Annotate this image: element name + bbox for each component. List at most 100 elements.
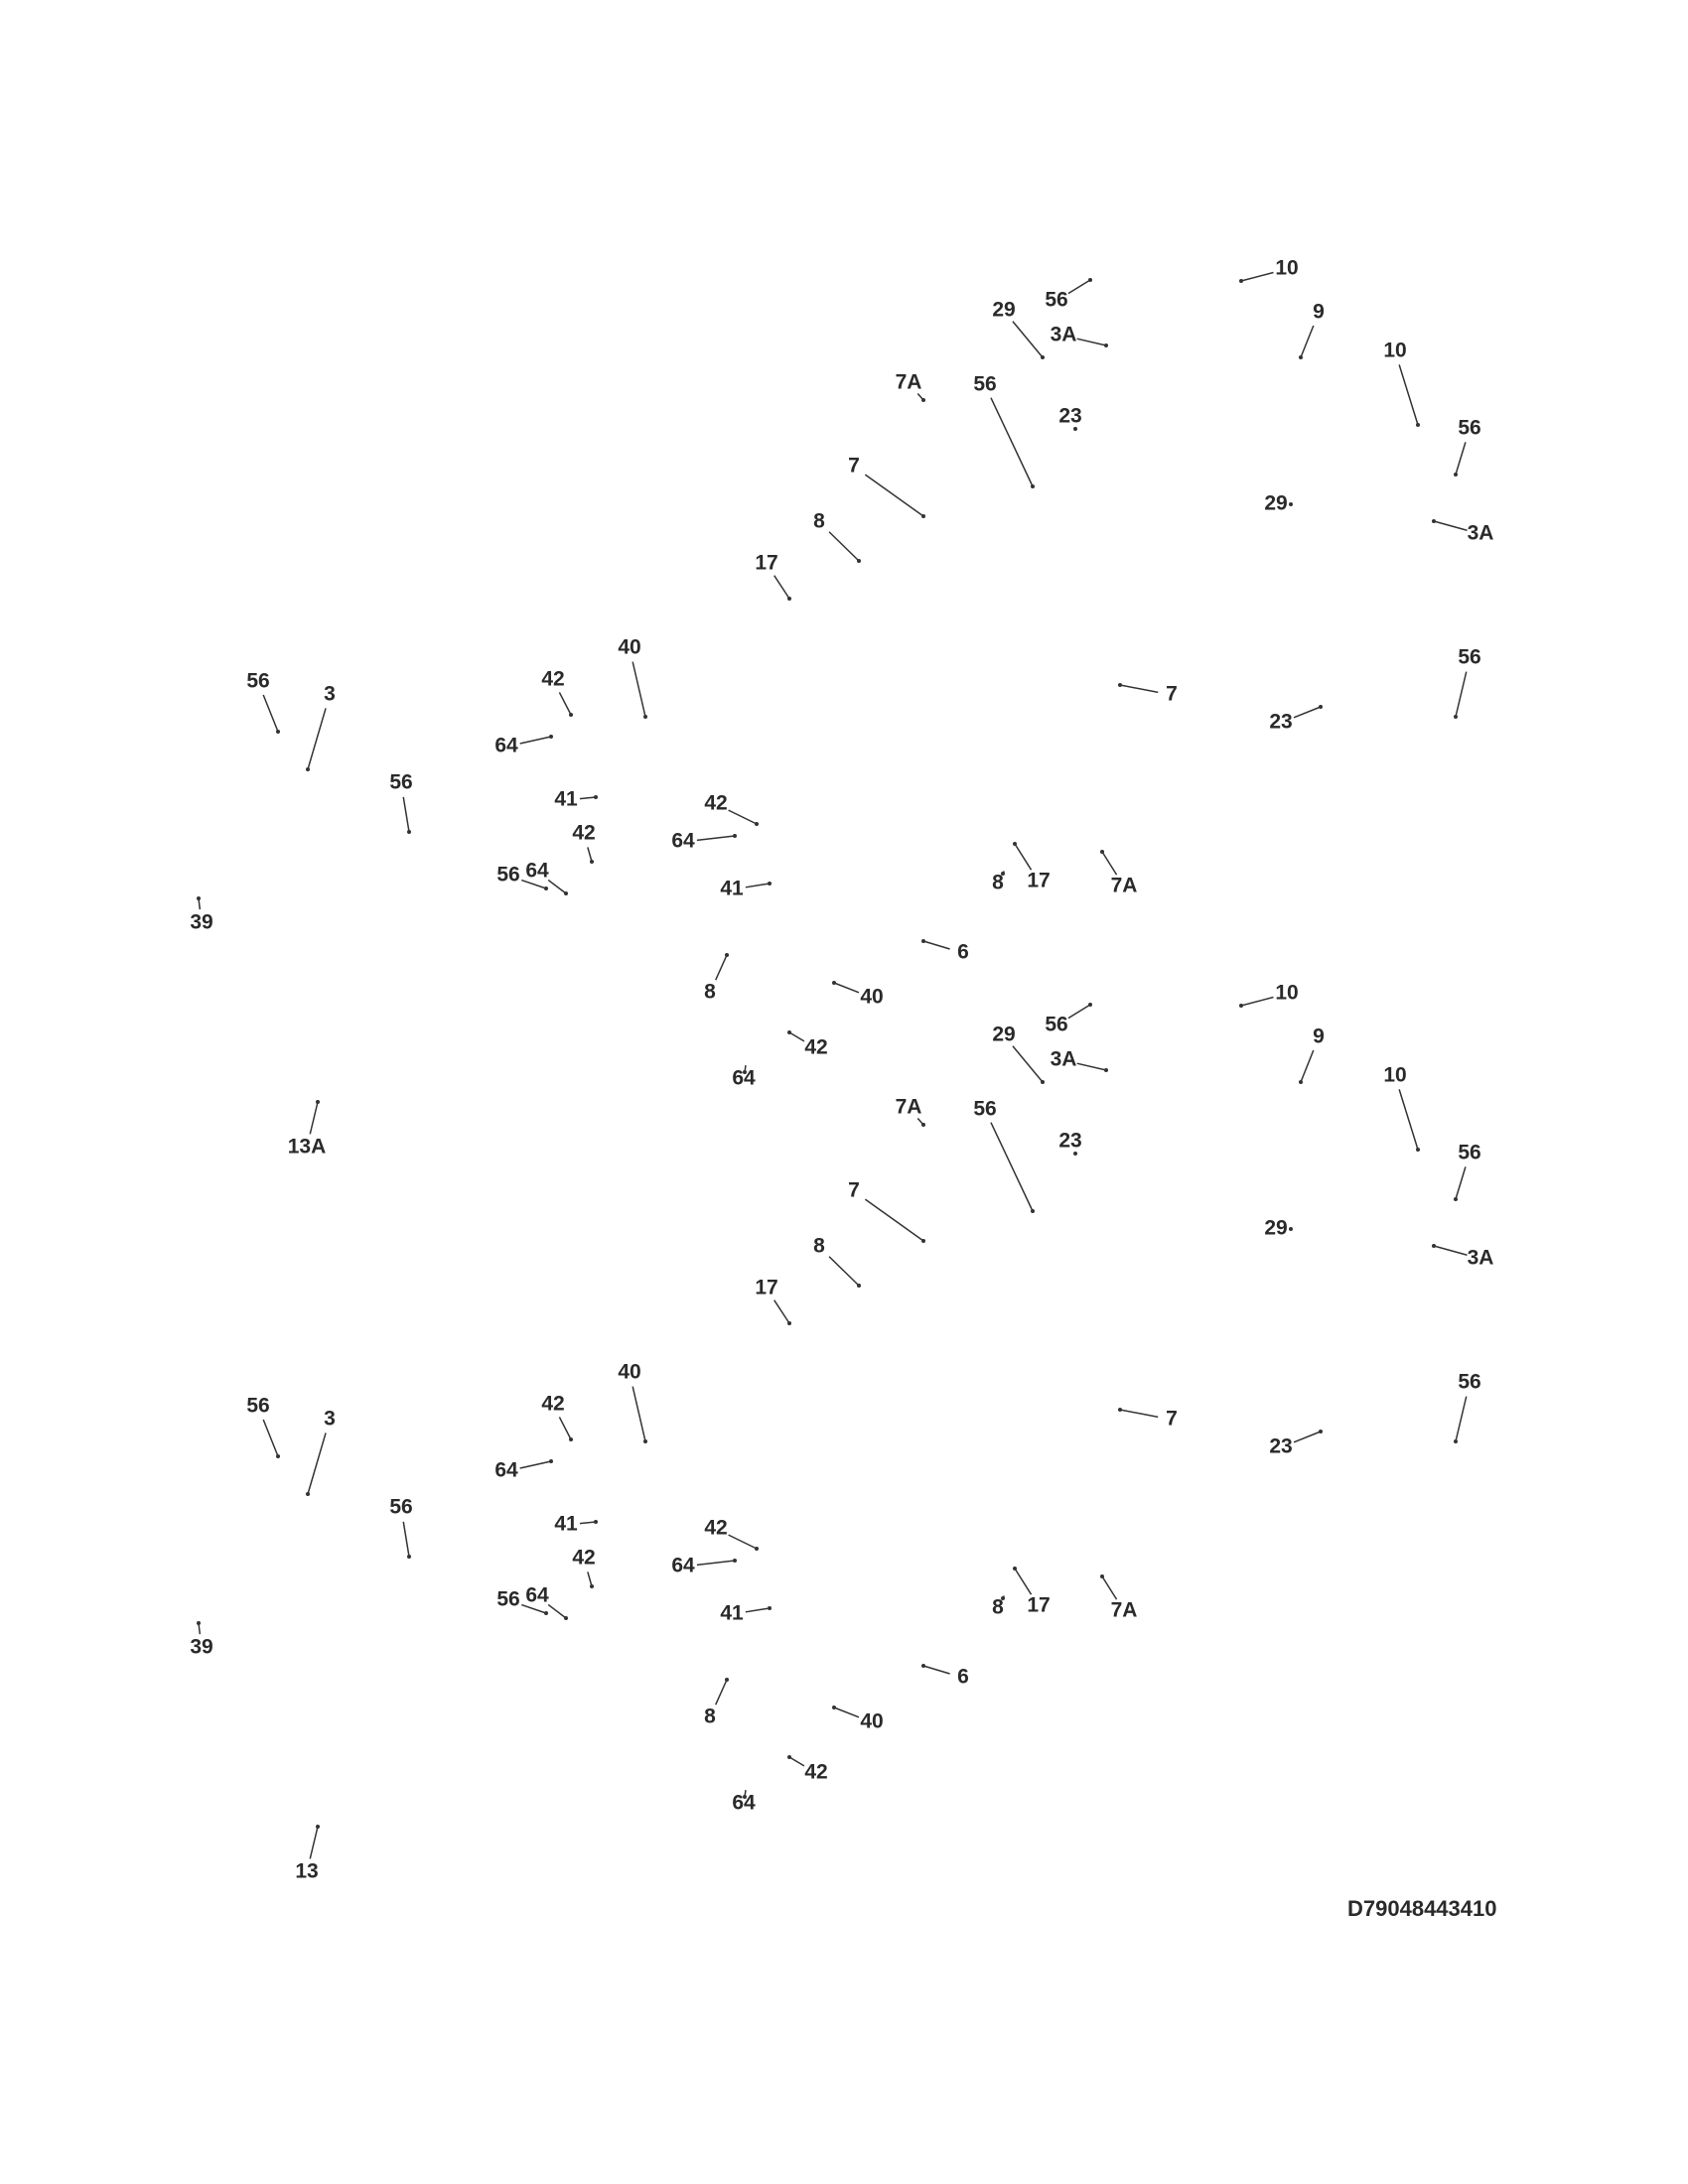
part-callout-l42d: 42	[804, 1036, 827, 1059]
leader-line	[1240, 271, 1274, 282]
leader-line	[1293, 1431, 1322, 1443]
leader-dot	[1118, 683, 1122, 687]
part-callout-l56c: 56	[973, 373, 996, 396]
part-callout-l17a: 17	[755, 1277, 777, 1299]
part-callout-l7Ab: 7A	[1111, 1599, 1138, 1622]
leader-dot	[1013, 842, 1017, 846]
part-callout-l64a: 64	[494, 1459, 518, 1482]
part-callout-l40b: 40	[860, 986, 883, 1009]
part-callout-l42c: 42	[572, 822, 595, 845]
leader-line	[1455, 1396, 1468, 1442]
part-callout-l56g: 56	[496, 1588, 519, 1611]
leader-line	[1398, 1089, 1419, 1151]
part-callout-l56c: 56	[973, 1098, 996, 1121]
leader-line	[1076, 1062, 1107, 1071]
leader-dot	[921, 1123, 925, 1127]
leader-dot	[1088, 1003, 1092, 1007]
leader-dot	[1001, 872, 1005, 876]
part-callout-l42d: 42	[804, 1761, 827, 1784]
leader-dot	[1239, 1004, 1243, 1008]
part-callout-l41a: 41	[554, 788, 578, 811]
leader-dot	[787, 1030, 791, 1034]
leader-line	[1455, 442, 1467, 476]
leader-line	[262, 694, 279, 733]
part-callout-l7b: 7	[1166, 1408, 1178, 1431]
part-callout-l64a: 64	[494, 735, 518, 757]
part-callout-l23b: 23	[1269, 711, 1292, 734]
leader-line	[922, 940, 950, 950]
leader-dot	[1088, 278, 1092, 282]
part-callout-l64d: 64	[732, 1792, 756, 1815]
leader-line	[715, 954, 728, 981]
part-callout-l10a: 10	[1275, 257, 1298, 280]
leader-dot	[643, 715, 647, 719]
leader-line	[1455, 671, 1468, 718]
leader-dot	[1100, 1574, 1104, 1578]
leader-dot	[733, 834, 737, 838]
leader-dot	[1073, 427, 1077, 431]
leader-line	[1455, 1166, 1467, 1200]
leader-dot	[306, 1492, 310, 1496]
leader-line	[519, 736, 552, 745]
leader-dot	[1001, 1596, 1005, 1600]
part-callout-l8b: 8	[992, 872, 1004, 894]
part-callout-l42a: 42	[541, 1393, 564, 1416]
leader-line	[262, 1419, 279, 1457]
leader-dot	[1073, 1152, 1077, 1156]
leader-dot	[1104, 343, 1108, 347]
leader-line	[1119, 1409, 1159, 1419]
leader-line	[632, 1386, 646, 1442]
part-callout-l7Ab: 7A	[1111, 875, 1138, 897]
part-callout-l23b: 23	[1269, 1435, 1292, 1458]
leader-dot	[768, 1606, 772, 1610]
part-callout-l42a: 42	[541, 668, 564, 691]
leader-dot	[755, 822, 759, 826]
part-callout-l8c: 8	[704, 1706, 716, 1728]
leader-line	[1012, 1045, 1044, 1083]
part-callout-l56a: 56	[1045, 1014, 1067, 1036]
leader-dot	[549, 1459, 553, 1463]
part-callout-l42b: 42	[704, 1517, 727, 1540]
leader-dot	[1031, 484, 1035, 488]
leader-dot	[755, 1547, 759, 1551]
part-callout-l56g: 56	[496, 864, 519, 887]
leader-line	[1014, 843, 1033, 871]
part-callout-l56b: 56	[1458, 1142, 1480, 1164]
leader-dot	[725, 953, 729, 957]
leader-dot	[569, 713, 573, 717]
leader-dot	[1031, 1209, 1035, 1213]
leader-line	[519, 1460, 552, 1469]
part-callout-l23a: 23	[1058, 1130, 1081, 1153]
leader-line	[774, 575, 790, 600]
leader-dot	[733, 1559, 737, 1563]
leader-dot	[316, 1100, 320, 1104]
part-callout-l8a: 8	[813, 510, 825, 533]
part-callout-l56a: 56	[1045, 289, 1067, 312]
part-callout-l9: 9	[1313, 1025, 1325, 1048]
part-callout-l8c: 8	[704, 981, 716, 1004]
leader-dot	[832, 1706, 836, 1709]
leader-line	[547, 879, 567, 894]
part-callout-l56f: 56	[389, 771, 412, 794]
part-callout-l41b: 41	[720, 878, 744, 900]
leader-dot	[857, 559, 861, 563]
part-callout-l17b: 17	[1027, 870, 1050, 892]
part-callout-l7a: 7	[848, 455, 860, 478]
part-callout-l41b: 41	[720, 1602, 744, 1625]
leader-dot	[921, 1664, 925, 1668]
leader-line	[1101, 851, 1118, 876]
leader-dot	[276, 730, 280, 734]
part-callout-l10b: 10	[1383, 1064, 1406, 1087]
part-callout-l40a: 40	[618, 1361, 640, 1384]
part-callout-l8a: 8	[813, 1235, 825, 1258]
part-callout-l9: 9	[1313, 301, 1325, 324]
leader-dot	[544, 887, 548, 890]
leader-line	[521, 1603, 547, 1614]
leader-dot	[1299, 1080, 1303, 1084]
leader-dot	[1289, 1227, 1293, 1231]
leader-line	[696, 835, 736, 842]
leader-dot	[316, 1825, 320, 1829]
leader-dot	[1454, 473, 1458, 477]
leader-line	[307, 708, 327, 770]
leader-line	[632, 661, 646, 718]
